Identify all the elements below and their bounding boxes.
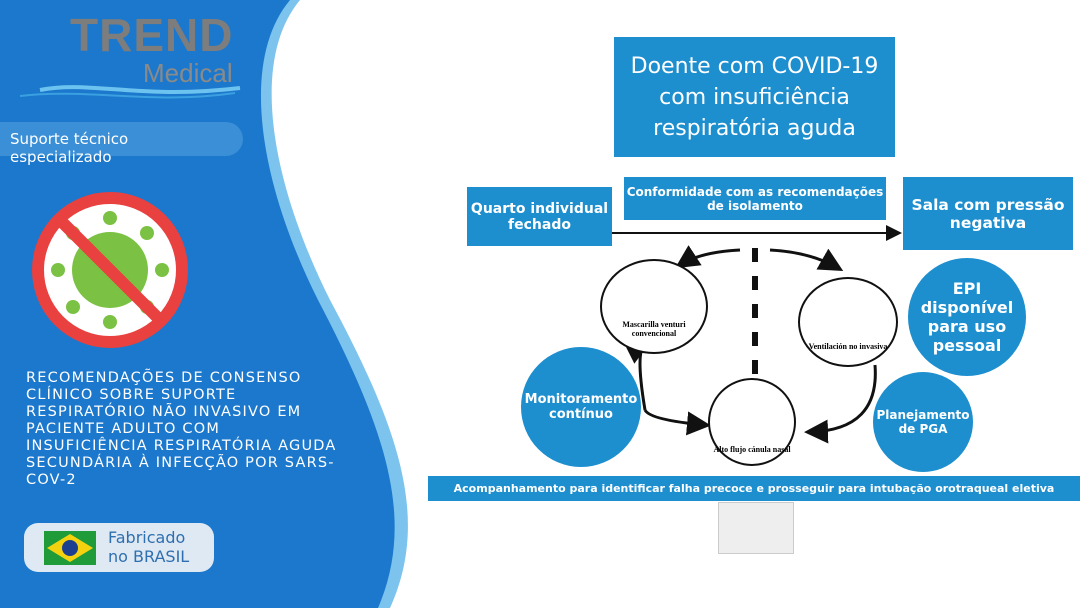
footer-bar: Acompanhamento para identificar falha pr… (428, 476, 1080, 501)
quarto-box: Quarto individual fechado (467, 187, 612, 246)
venturi-label: Mascarilla venturi convencional (622, 320, 686, 338)
epi-circle: EPI disponível para uso pessoal (908, 258, 1026, 376)
planejamento-circle: Planejamento de PGA (873, 372, 973, 472)
no-virus-icon (32, 192, 188, 348)
alto-label: Alto flujo cánula nasal (713, 445, 791, 454)
main-condition-box: Doente com COVID-19 com insuficiência re… (614, 37, 895, 157)
tagline: Suporte técnico especializado (0, 122, 243, 166)
badge-line1: Fabricado (108, 528, 186, 547)
intubation-image (718, 502, 794, 554)
conformidade-box: Conformidade com as recomendações de iso… (624, 177, 886, 220)
venturi-circle: Mascarilla venturi convencional (600, 259, 708, 354)
alto-fluxo-circle: Alto flujo cánula nasal (708, 378, 796, 466)
logo-trend: TREND (70, 9, 234, 61)
left-title: RECOMENDAÇÕES DE CONSENSO CLÍNICO SOBRE … (26, 370, 337, 488)
sala-box: Sala com pressão negativa (903, 177, 1073, 250)
vni-label: Ventilación no invasiva (808, 342, 888, 351)
badge-line2: no BRASIL (108, 547, 190, 566)
monitor-circle: Monitoramento contínuo (521, 347, 641, 467)
logo-medical: Medical (143, 58, 233, 88)
brazil-flag-icon (44, 531, 96, 565)
vni-circle: Ventilación no invasiva (798, 277, 898, 367)
